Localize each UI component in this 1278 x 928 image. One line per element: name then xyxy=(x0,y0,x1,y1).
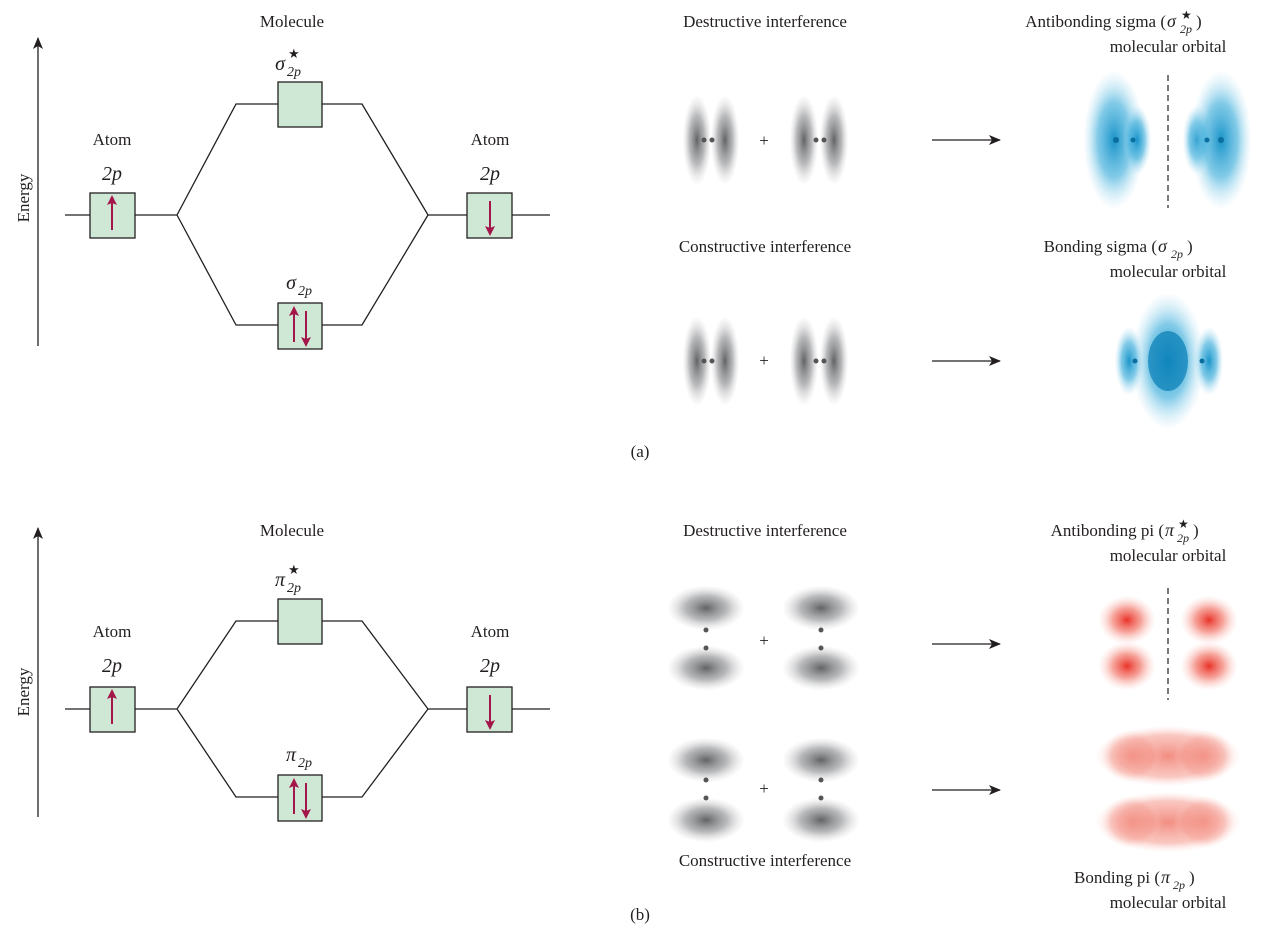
svg-text:molecular orbital: molecular orbital xyxy=(1110,37,1227,56)
p-orbital-left-constructive xyxy=(668,738,744,842)
energy-correlation-lines xyxy=(65,103,550,326)
svg-text:π: π xyxy=(1161,867,1171,887)
svg-text:π: π xyxy=(275,569,286,591)
atomic-orbital-left-label: 2p xyxy=(102,655,122,677)
svg-text:molecular orbital: molecular orbital xyxy=(1110,546,1227,565)
destructive-interference-label: Destructive interference xyxy=(683,521,847,540)
svg-text:σ: σ xyxy=(1158,236,1168,256)
antibonding-orbital-box xyxy=(277,81,323,128)
atomic-orbital-right-label: 2p xyxy=(480,655,500,677)
bonding-level-label: σ 2p xyxy=(286,272,312,299)
svg-text:2p: 2p xyxy=(298,284,312,299)
p-orbital-left-destructive xyxy=(683,96,739,184)
constructive-interference-label: Constructive interference xyxy=(679,851,851,870)
svg-text:π: π xyxy=(286,744,297,766)
destructive-interference-label: Destructive interference xyxy=(683,12,847,31)
svg-text:Bonding pi (: Bonding pi ( xyxy=(1074,868,1160,887)
p-orbital-left-destructive xyxy=(668,586,744,690)
bonding-orbital-box xyxy=(277,774,323,822)
antibonding-level-label: σ 2p ★ xyxy=(275,46,301,80)
energy-correlation-lines xyxy=(65,620,550,798)
bonding-mo-label: Bonding pi ( π 2p ) molecular orbital xyxy=(1074,867,1227,912)
svg-text:σ: σ xyxy=(286,272,297,294)
antibonding-sigma-orbital xyxy=(1084,72,1251,208)
svg-text:2p: 2p xyxy=(1173,878,1185,892)
panel-b: Energy Molecule Atom Atom 2p 2p π 2p ★ π… xyxy=(14,517,1240,924)
p-orbital-right-destructive xyxy=(783,586,859,690)
atomic-orbital-right-label: 2p xyxy=(480,163,500,185)
bonding-orbital-box xyxy=(277,302,323,350)
plus-sign: + xyxy=(759,351,769,370)
svg-text:π: π xyxy=(1165,520,1175,540)
antibonding-orbital-box xyxy=(277,598,323,645)
p-orbital-right-constructive xyxy=(783,738,859,842)
svg-text:2p: 2p xyxy=(287,65,301,80)
panel-b-label: (b) xyxy=(630,905,650,924)
svg-text:molecular orbital: molecular orbital xyxy=(1110,893,1227,912)
svg-text:molecular orbital: molecular orbital xyxy=(1110,262,1227,281)
atomic-orbital-left-label: 2p xyxy=(102,163,122,185)
svg-text:2p: 2p xyxy=(298,756,312,771)
energy-axis-label: Energy xyxy=(14,667,33,716)
p-orbital-right-destructive xyxy=(790,96,848,184)
p-orbital-left-constructive xyxy=(683,317,739,405)
antibonding-mo-label: Antibonding sigma ( σ 2p ★ ) molecular o… xyxy=(1025,8,1226,56)
p-orbital-right-constructive xyxy=(790,317,848,405)
atom-left-label: Atom xyxy=(93,622,132,641)
panel-a: Energy Molecule Atom Atom 2p 2p σ 2p ★ σ… xyxy=(14,8,1251,461)
svg-text:★: ★ xyxy=(288,562,300,577)
svg-text:Bonding sigma (: Bonding sigma ( xyxy=(1044,237,1158,256)
bonding-mo-label: Bonding sigma ( σ 2p ) molecular orbital xyxy=(1044,236,1227,281)
plus-sign: + xyxy=(759,131,769,150)
svg-text:★: ★ xyxy=(288,46,300,61)
panel-a-label: (a) xyxy=(631,442,650,461)
atom-left-label: Atom xyxy=(93,130,132,149)
atom-right-label: Atom xyxy=(471,130,510,149)
svg-text:): ) xyxy=(1189,868,1195,887)
molecule-label: Molecule xyxy=(260,521,324,540)
svg-text:Antibonding pi (: Antibonding pi ( xyxy=(1051,521,1165,540)
energy-axis-label: Energy xyxy=(14,173,33,222)
svg-text:2p: 2p xyxy=(1180,22,1192,36)
svg-text:2p: 2p xyxy=(287,581,301,596)
svg-text:Antibonding sigma (: Antibonding sigma ( xyxy=(1025,12,1166,31)
svg-text:σ: σ xyxy=(275,53,286,75)
antibonding-mo-label: Antibonding pi ( π 2p ★ ) molecular orbi… xyxy=(1051,517,1227,565)
bonding-sigma-orbital xyxy=(1115,294,1223,428)
svg-text:2p: 2p xyxy=(1177,531,1189,545)
molecule-label: Molecule xyxy=(260,12,324,31)
constructive-interference-label: Constructive interference xyxy=(679,237,851,256)
plus-sign: + xyxy=(759,631,769,650)
svg-text:): ) xyxy=(1187,237,1193,256)
atom-right-label: Atom xyxy=(471,622,510,641)
svg-text:σ: σ xyxy=(1167,11,1177,31)
bonding-pi-orbital xyxy=(1096,726,1240,852)
svg-text:): ) xyxy=(1193,521,1199,540)
plus-sign: + xyxy=(759,779,769,798)
bonding-level-label: π 2p xyxy=(286,744,312,771)
svg-text:): ) xyxy=(1196,12,1202,31)
svg-text:2p: 2p xyxy=(1171,247,1183,261)
svg-text:★: ★ xyxy=(1178,517,1189,531)
antibonding-pi-orbital xyxy=(1099,596,1237,690)
antibonding-level-label: π 2p ★ xyxy=(275,562,301,596)
svg-text:★: ★ xyxy=(1181,8,1192,22)
